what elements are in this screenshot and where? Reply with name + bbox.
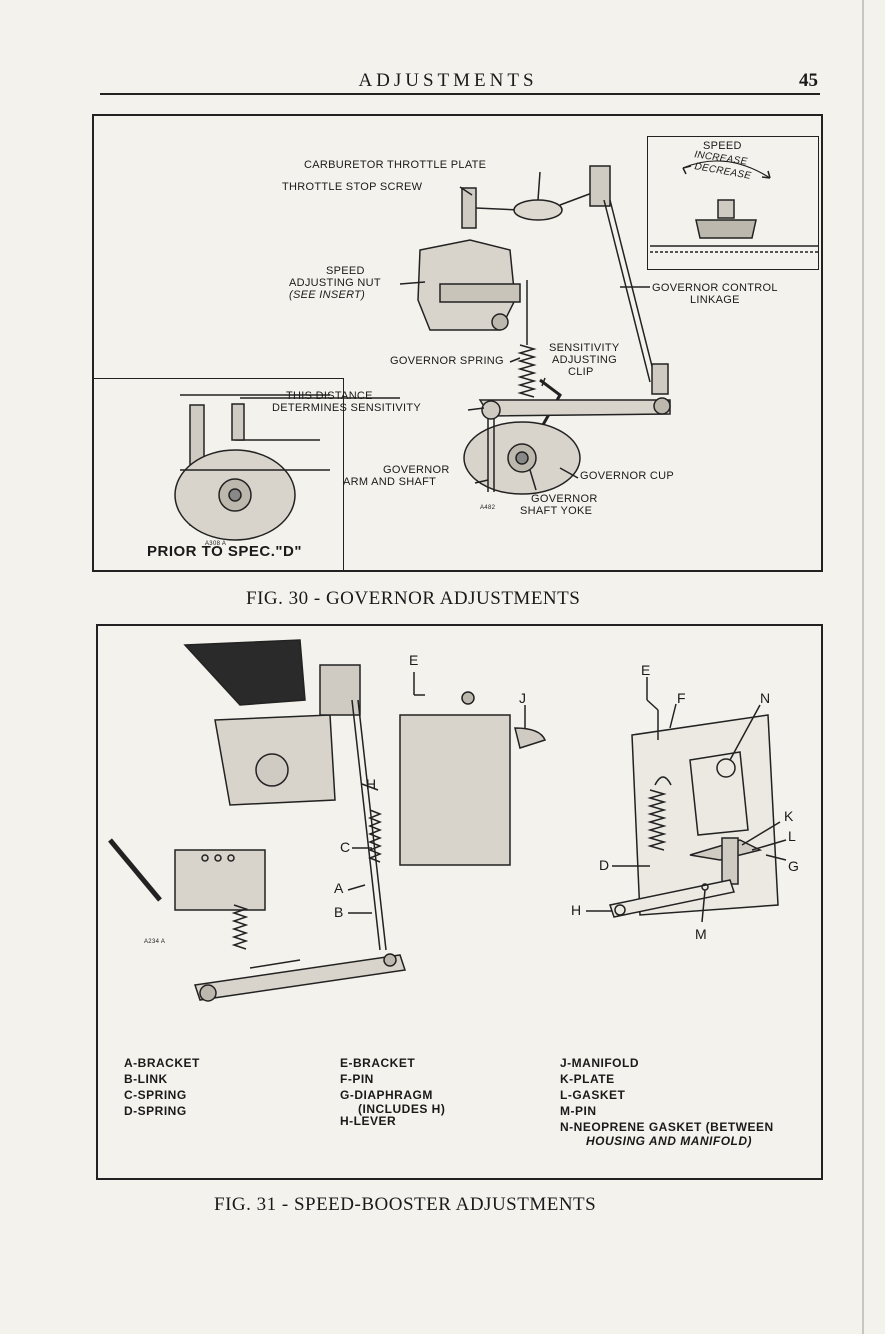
legend-item: K-PLATE <box>560 1072 615 1086</box>
legend-item: C-SPRING <box>124 1088 187 1102</box>
header-rule <box>100 93 820 95</box>
figure-30-caption: FIG. 30 - GOVERNOR ADJUSTMENTS <box>246 588 581 609</box>
label-speed-adjusting-nut-2: ADJUSTING NUT <box>289 277 381 289</box>
legend-item: N-NEOPRENE GASKET (BETWEEN <box>560 1120 774 1134</box>
label-governor-spring: GOVERNOR SPRING <box>390 355 504 367</box>
legend-item: L-GASKET <box>560 1088 626 1102</box>
legend-column-1: A-BRACKET B-LINK C-SPRING D-SPRING <box>124 1055 200 1119</box>
figure-31-caption: FIG. 31 - SPEED-BOOSTER ADJUSTMENTS <box>214 1194 597 1215</box>
legend-item: G-DIAPHRAGM <box>340 1088 433 1102</box>
callout-h-left: H <box>366 776 377 792</box>
legend-item: E-BRACKET <box>340 1056 416 1070</box>
label-sensitivity-clip-1: SENSITIVITY <box>549 342 620 354</box>
legend-column-2: E-BRACKET F-PIN G-DIAPHRAGM (INCLUDES H)… <box>340 1055 445 1127</box>
legend-item: M-PIN <box>560 1104 597 1118</box>
label-see-insert: (SEE INSERT) <box>289 289 366 301</box>
legend-item: A-BRACKET <box>124 1056 200 1070</box>
callout-c: C <box>340 839 351 855</box>
label-small-code-fig31: A234 A <box>144 939 166 945</box>
label-governor-arm-1: GOVERNOR <box>383 464 450 476</box>
label-sensitivity-clip-3: CLIP <box>568 366 594 378</box>
callout-k: K <box>784 808 794 824</box>
callout-m: M <box>695 926 707 942</box>
label-this-distance-1: THIS DISTANCE <box>286 390 373 402</box>
label-sensitivity-clip-2: ADJUSTING <box>552 354 618 366</box>
legend-item: H-LEVER <box>340 1114 397 1128</box>
page-header-title: ADJUSTMENTS <box>358 70 538 91</box>
label-carburetor-throttle-plate: CARBURETOR THROTTLE PLATE <box>304 159 487 171</box>
callout-e-left: E <box>409 652 419 668</box>
page-number: 45 <box>799 70 818 91</box>
legend-item: HOUSING AND MANIFOLD) <box>586 1134 753 1148</box>
callout-l: L <box>788 828 797 844</box>
figure-30-frame <box>92 114 823 572</box>
label-prior-to-spec: PRIOR TO SPEC."D" <box>147 543 302 560</box>
speed-insert-box <box>647 136 819 270</box>
callout-h-right: H <box>571 902 582 918</box>
label-insert-speed: SPEED <box>703 140 742 152</box>
callout-e-right: E <box>641 662 651 678</box>
callout-d: D <box>599 857 610 873</box>
legend-item: D-SPRING <box>124 1104 187 1118</box>
callout-f: F <box>677 690 686 706</box>
label-small-code-left: A308 A <box>205 541 227 547</box>
label-speed-adjusting-nut-1: SPEED <box>326 265 365 277</box>
label-governor-shaft-yoke-1: GOVERNOR <box>531 493 598 505</box>
prior-spec-insert-box <box>92 378 344 572</box>
callout-j: J <box>519 690 527 706</box>
label-governor-control-2: LINKAGE <box>690 294 740 306</box>
figure-31-frame <box>96 624 823 1180</box>
callout-b: B <box>334 904 344 920</box>
label-governor-control-1: GOVERNOR CONTROL <box>652 282 778 294</box>
legend-item: (INCLUDES H) <box>358 1102 446 1116</box>
callout-g: G <box>788 858 800 874</box>
legend-item: J-MANIFOLD <box>560 1056 639 1070</box>
label-throttle-stop-screw: THROTTLE STOP SCREW <box>282 181 423 193</box>
callout-a: A <box>334 880 344 896</box>
label-this-distance-2: DETERMINES SENSITIVITY <box>272 402 422 414</box>
label-governor-cup: GOVERNOR CUP <box>580 470 675 482</box>
callout-n: N <box>760 690 771 706</box>
legend-column-3: J-MANIFOLD K-PLATE L-GASKET M-PIN N-NEOP… <box>560 1055 774 1147</box>
legend-item: F-PIN <box>340 1072 374 1086</box>
label-governor-shaft-yoke-2: SHAFT YOKE <box>520 505 593 517</box>
legend-item: B-LINK <box>124 1072 168 1086</box>
label-governor-arm-2: ARM AND SHAFT <box>343 476 437 488</box>
label-small-code-mid: A482 <box>480 505 496 511</box>
page-edge-line <box>862 0 864 1334</box>
